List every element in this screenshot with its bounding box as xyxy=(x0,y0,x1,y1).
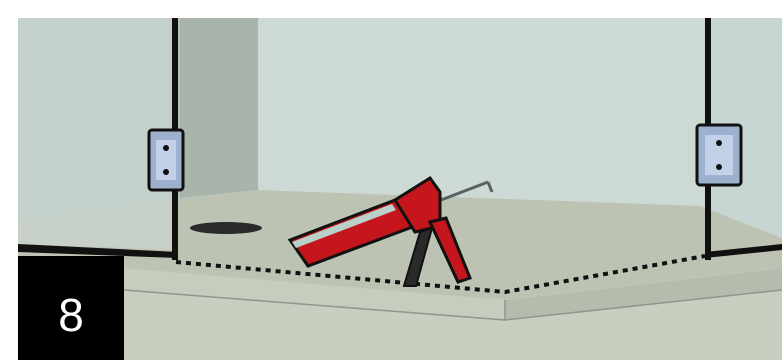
left-hinge-screw-top xyxy=(163,145,169,151)
step-badge: 8 xyxy=(18,256,124,360)
wall-corner-strip xyxy=(180,18,258,198)
step-number: 8 xyxy=(58,292,84,338)
right-hinge-screw-top xyxy=(716,140,722,146)
right-hinge-screw-bottom xyxy=(716,164,722,170)
left-hinge-screw-bottom xyxy=(163,169,169,175)
drain xyxy=(190,222,262,234)
